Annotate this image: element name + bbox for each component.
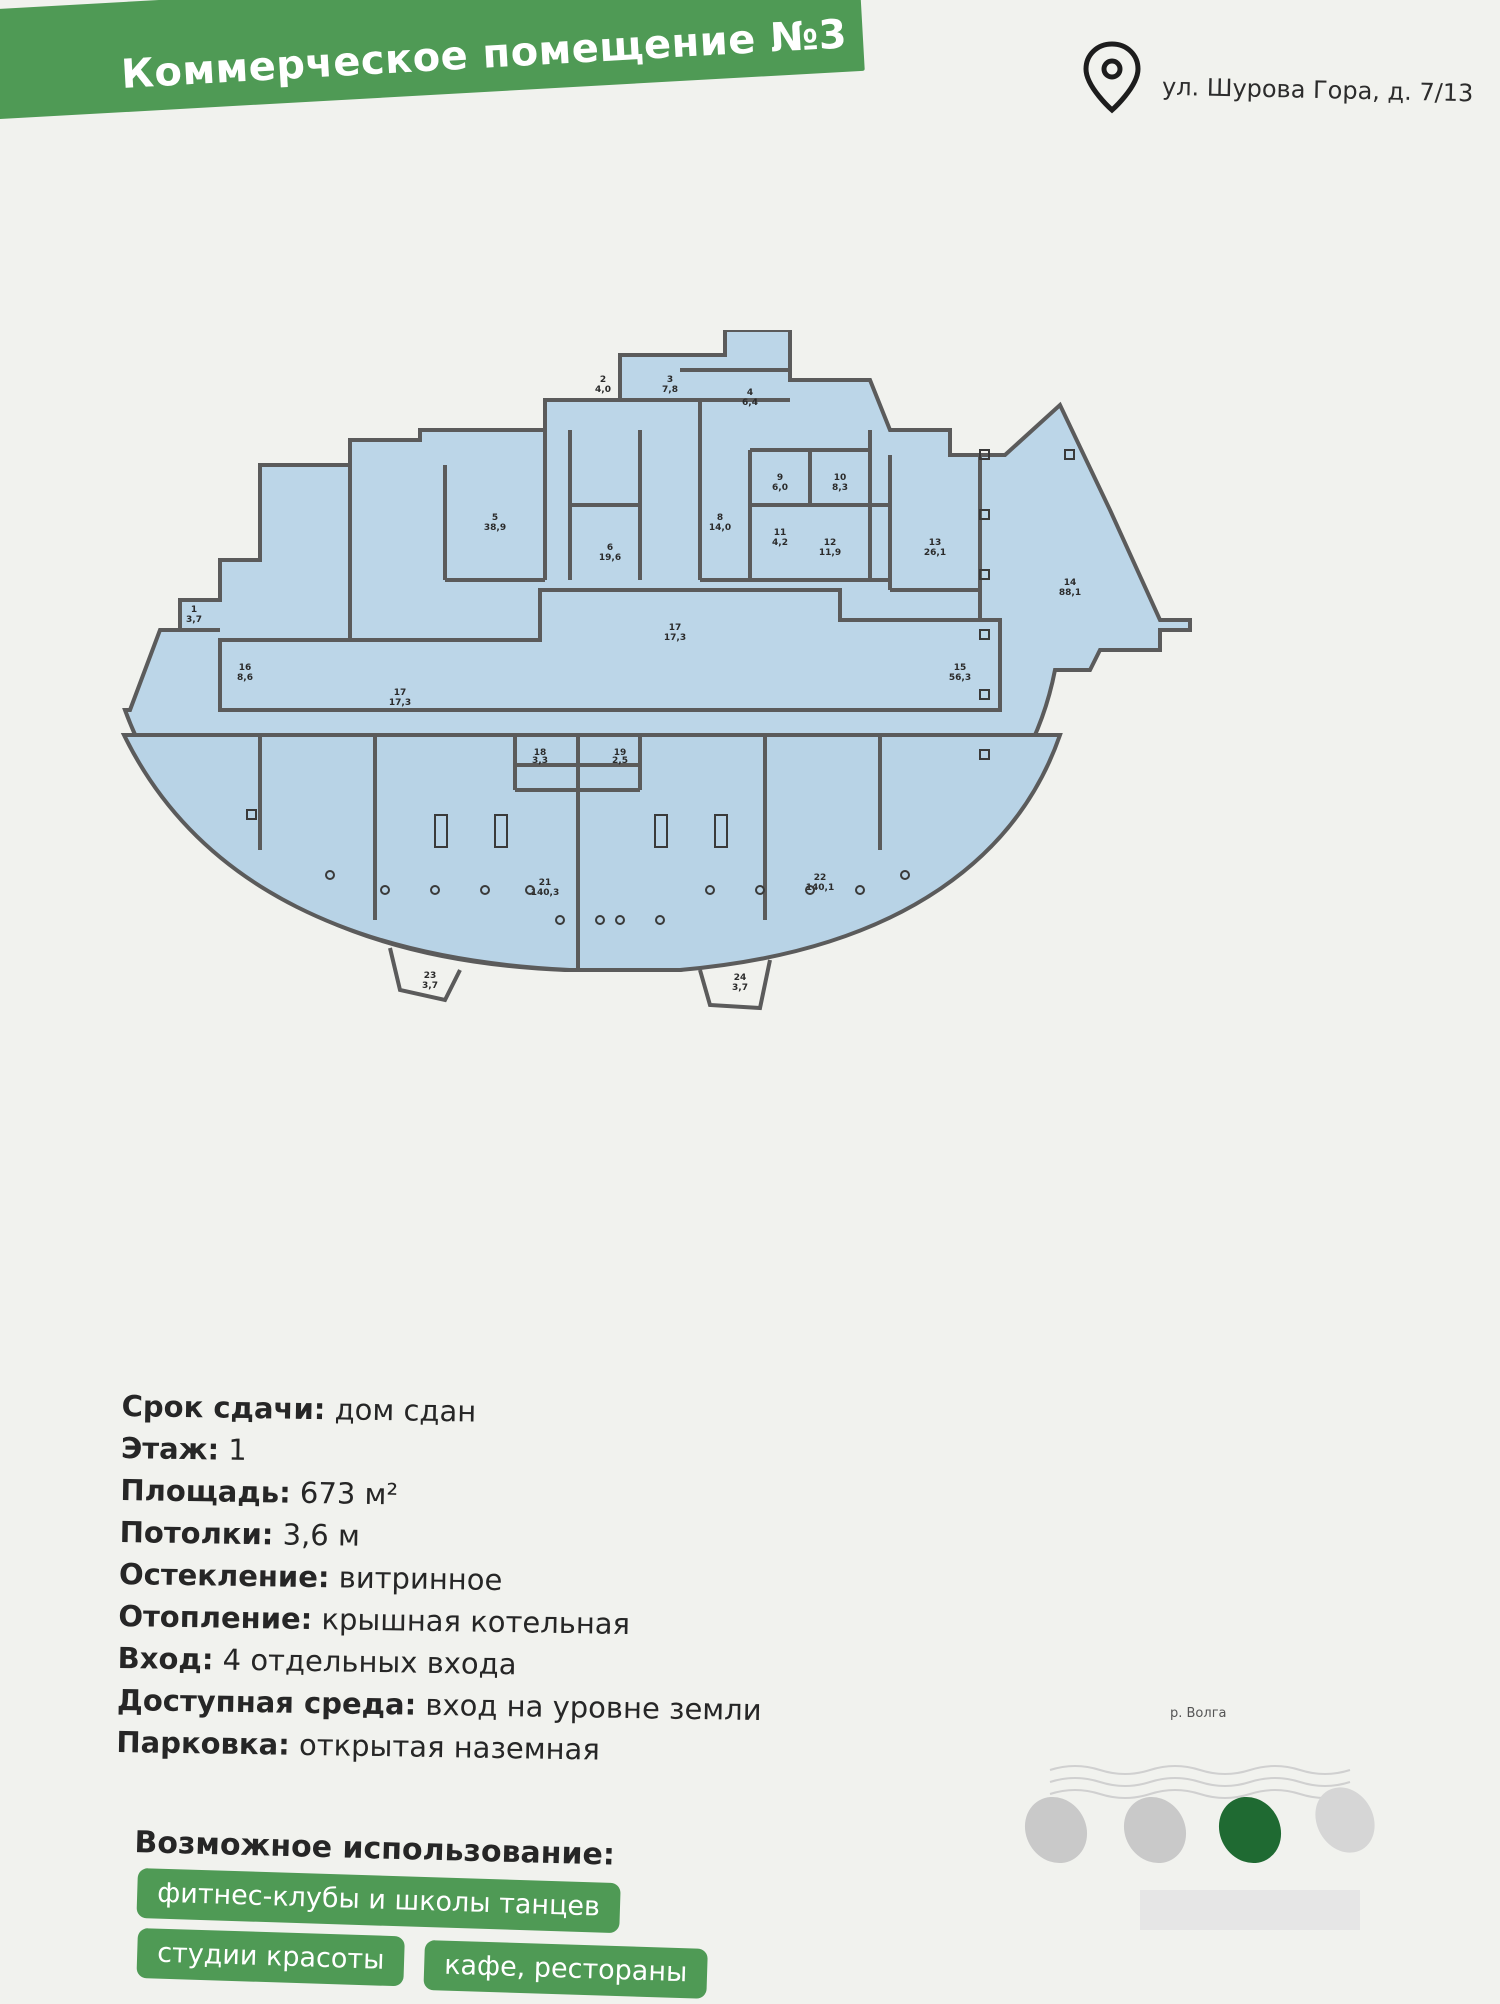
use-chip-beauty: студии красоты	[136, 1928, 406, 1987]
room-number: 13	[929, 538, 942, 548]
location-pin-icon	[1083, 41, 1141, 114]
room-area: 4,0	[595, 385, 611, 395]
room-number: 6	[607, 543, 613, 553]
room-area: 8,3	[832, 483, 848, 493]
room-number: 10	[834, 473, 847, 483]
spec-label: Отопление:	[118, 1598, 313, 1637]
room-number: 18	[534, 748, 547, 758]
room-number: 17	[669, 623, 682, 633]
corridor	[218, 588, 1002, 712]
spec-value: 1	[218, 1432, 248, 1467]
plan-body	[120, 330, 1192, 972]
spec-label: Остекление:	[118, 1556, 330, 1595]
room-area: 4,2	[772, 538, 788, 548]
room-area: 140,3	[531, 888, 559, 898]
spec-value: витринное	[329, 1560, 503, 1597]
interior-walls	[124, 368, 1060, 1011]
room-number: 12	[824, 538, 837, 548]
room-number: 4	[747, 388, 753, 398]
spec-label: Этаж:	[120, 1430, 220, 1467]
room-number: 11	[774, 528, 787, 538]
spec-value: дом сдан	[325, 1392, 477, 1429]
building-markers	[1024, 1787, 1375, 1864]
room-area: 11,9	[819, 548, 841, 558]
use-chip-fitness: фитнес-клубы и школы танцев	[136, 1868, 621, 1934]
spec-value: открытая наземная	[289, 1727, 601, 1767]
address-block: ул. Шурова Гора, д. 7/13	[1080, 40, 1480, 120]
room-area: 3,3	[532, 756, 548, 766]
room-number: 16	[239, 663, 252, 673]
spec-label: Парковка:	[116, 1724, 291, 1762]
spec-value: 4 отдельных входа	[213, 1642, 517, 1682]
room-number: 8	[717, 513, 723, 523]
floor-plan: 1 3,7 2 4,0 3 7,8 4 6,4 5 38,9 6 19,6 8 …	[120, 330, 1192, 1011]
room-area: 26,1	[924, 548, 946, 558]
room-number: 15	[954, 663, 967, 673]
address-text: ул. Шурова Гора, д. 7/13	[1161, 72, 1474, 108]
river-waves	[1049, 1765, 1351, 1799]
room-area: 19,6	[599, 553, 621, 563]
spec-value: 673 м²	[290, 1475, 399, 1512]
room-area: 3,7	[186, 615, 202, 625]
room-area: 14,0	[709, 523, 731, 533]
room-area: 6,0	[772, 483, 788, 493]
spec-value: крышная котельная	[312, 1602, 631, 1642]
location-minimap: р. Волга	[1020, 1700, 1420, 2000]
hall-outline	[120, 733, 1063, 972]
spec-value: вход на уровне земли	[415, 1687, 762, 1728]
room-area: 8,6	[237, 673, 253, 683]
room-number: 21	[539, 878, 552, 888]
room-number: 19	[614, 748, 627, 758]
room-number: 14	[1064, 578, 1077, 588]
columns	[246, 449, 1075, 925]
room-area: 2,5	[612, 756, 628, 766]
room-area: 17,3	[389, 698, 411, 708]
room-area: 38,9	[484, 523, 506, 533]
room-number: 3	[667, 375, 673, 385]
room-number: 17	[394, 688, 407, 698]
room-number: 23	[424, 971, 437, 981]
room-numbers: 1 3,7 2 4,0 3 7,8 4 6,4 5 38,9 6 19,6 8 …	[186, 375, 1081, 993]
uses-title: Возможное использование:	[134, 1825, 616, 1873]
room-area: 88,1	[1059, 588, 1081, 598]
road-block	[1140, 1890, 1360, 1930]
room-number: 5	[492, 513, 498, 523]
spec-label: Срок сдачи:	[121, 1388, 326, 1427]
room-number: 9	[777, 473, 783, 483]
spec-label: Площадь:	[120, 1472, 292, 1510]
room-area: 17,3	[664, 633, 686, 643]
river-label: р. Волга	[1170, 1706, 1227, 1721]
room-number: 24	[734, 973, 747, 983]
use-chip-cafe: кафе, рестораны	[423, 1940, 709, 1999]
spec-label: Потолки:	[119, 1514, 274, 1552]
room-number: 2	[600, 375, 606, 385]
spec-label: Доступная среда:	[116, 1682, 417, 1722]
spec-label: Вход:	[117, 1640, 214, 1677]
specs-list: Срок сдачи: дом сдан Этаж: 1 Площадь: 67…	[116, 1385, 882, 1775]
room-area: 140,1	[806, 883, 834, 893]
room-area: 7,8	[662, 385, 678, 395]
room-number: 22	[814, 873, 827, 883]
room-area: 56,3	[949, 673, 971, 683]
room-area: 6,4	[742, 398, 758, 408]
minimap-graphic	[1024, 1765, 1375, 1930]
room-area: 3,7	[422, 981, 438, 991]
spec-value: 3,6 м	[273, 1517, 361, 1553]
room-area: 3,7	[732, 983, 748, 993]
room-number: 1	[191, 605, 197, 615]
